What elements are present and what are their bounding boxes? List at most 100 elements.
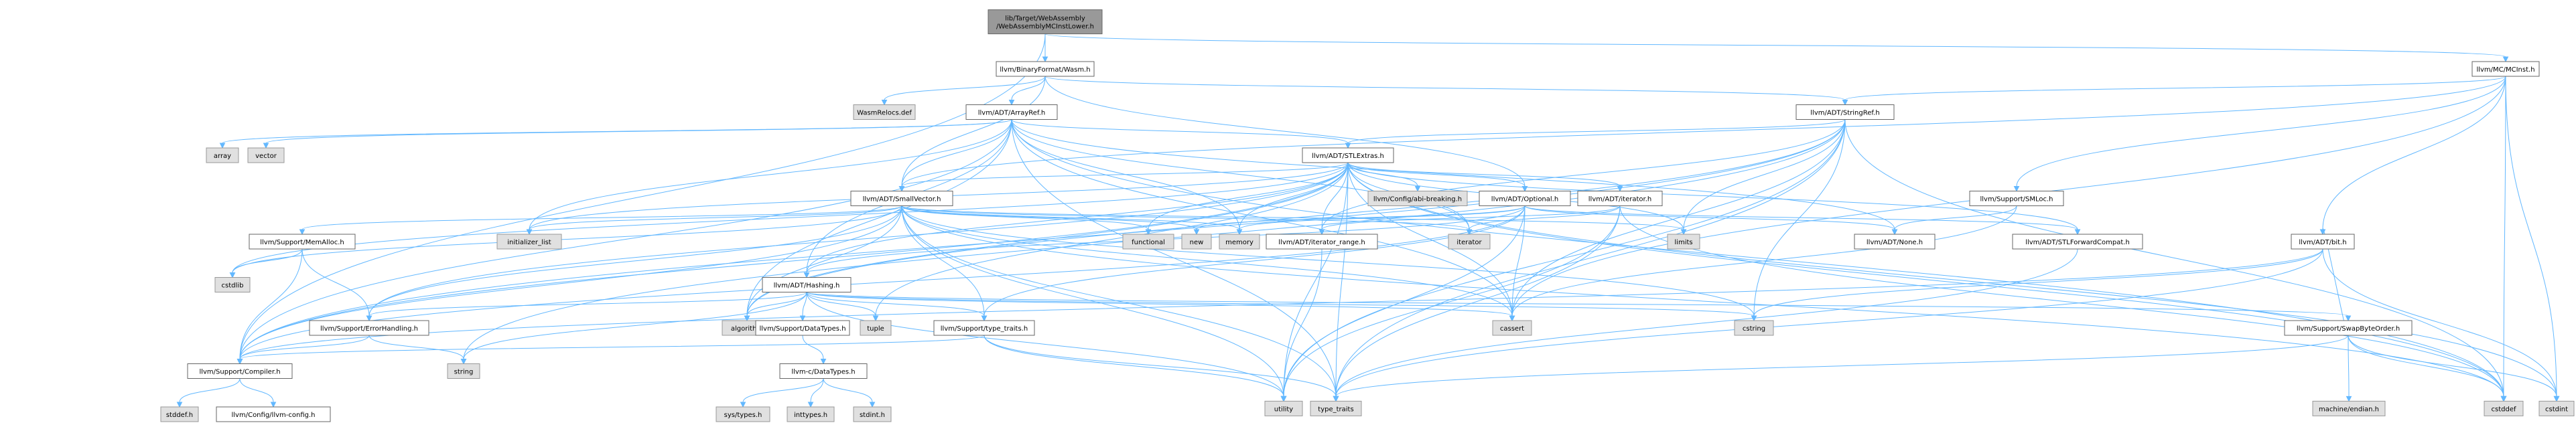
edge-hashing-to-swapbyte: [806, 292, 2352, 322]
edge-hashing-to-cstring: [806, 292, 1757, 322]
node-label: llvm/Config/abi-breaking.h: [1373, 196, 1462, 203]
edge-hashing-to-cassert: [806, 292, 1515, 322]
node-label: llvm/MC/MCInst.h: [2476, 66, 2534, 74]
node-box: [216, 406, 331, 422]
node-label: cstring: [1743, 325, 1765, 333]
node-label: llvm/ADT/STLForwardCompat.h: [2025, 239, 2130, 246]
node-optional[interactable]: llvm/ADT/Optional.h: [1479, 191, 1571, 206]
node-smloc[interactable]: llvm/Support/SMLoc.h: [1969, 191, 2064, 206]
node-swapbyte[interactable]: llvm/Support/SwapByteOrder.h: [2284, 320, 2413, 336]
node-label: llvm/ADT/Hashing.h: [774, 282, 840, 290]
node-tuple: tuple: [860, 320, 892, 336]
node-abibreaking: llvm/Config/abi-breaking.h: [1367, 191, 1468, 206]
edge-mcinst-to-bit: [2319, 76, 2506, 236]
node-datatypes[interactable]: llvm/Support/DataTypes.h: [755, 320, 850, 336]
node-smallvector[interactable]: llvm/ADT/SmallVector.h: [850, 191, 953, 206]
edge-mcinst-to-cstdint: [2505, 76, 2560, 402]
node-label: stdint.h: [860, 412, 885, 419]
edge-stlextras-to-iterator: [1347, 162, 1623, 192]
node-hashing[interactable]: llvm/ADT/Hashing.h: [762, 277, 852, 292]
edge-compiler-to-stddef: [176, 378, 241, 408]
edge-memalloc-to-cstdlib: [229, 248, 303, 278]
edge-datatypes-to-cdatatypes: [802, 335, 827, 365]
node-box: [1266, 234, 1378, 250]
edge-arrayref-to-stlextras: [1011, 119, 1351, 149]
node-stlfwd[interactable]: llvm/ADT/STLForwardCompat.h: [2012, 234, 2143, 250]
node-box: [1367, 191, 1468, 206]
node-label: llvm/ADT/bit.h: [2299, 239, 2346, 246]
node-arrayref[interactable]: llvm/ADT/ArrayRef.h: [965, 104, 1058, 120]
node-typetraitsllvm[interactable]: llvm/Support/type_traits.h: [933, 320, 1035, 336]
node-initlist: initializer_list: [496, 234, 562, 250]
edge-smallvector-to-cstring: [901, 205, 1757, 322]
node-root[interactable]: lib/Target/WebAssembly/WebAssemblyMCInst…: [988, 9, 1103, 35]
edge-arrayref-to-smallvector: [898, 119, 1012, 192]
node-box: [762, 277, 852, 292]
node-utility: utility: [1264, 400, 1303, 416]
node-wasm[interactable]: llvm/BinaryFormat/Wasm.h: [996, 61, 1095, 77]
edge-typetraitsllvm-to-compiler: [236, 335, 985, 365]
node-stringref[interactable]: llvm/ADT/StringRef.h: [1795, 104, 1895, 120]
edge-wasm-to-stringref: [1044, 76, 1848, 106]
node-cstring: cstring: [1734, 320, 1774, 336]
edge-hashing-to-datatypes: [799, 292, 807, 322]
node-label: llvm/Support/MemAlloc.h: [260, 239, 344, 246]
node-label: llvm/ADT/ArrayRef.h: [978, 110, 1046, 117]
edge-smallvector-to-typetraitsllvm: [901, 205, 988, 322]
node-stdint: stdint.h: [853, 406, 892, 422]
edge-smallvector-to-functional: [901, 205, 1152, 236]
node-none[interactable]: llvm/ADT/None.h: [1854, 234, 1936, 250]
node-box: [716, 406, 770, 422]
node-cstdint: cstdint: [2538, 400, 2575, 416]
node-label: initializer_list: [507, 239, 551, 246]
node-box: [214, 277, 251, 292]
node-box: [853, 406, 892, 422]
edge-iterator-to-iteratorstd: [1466, 205, 1621, 236]
node-box: [447, 363, 480, 379]
node-box: [965, 104, 1058, 120]
node-box: [1969, 191, 2064, 206]
node-box: [755, 320, 850, 336]
node-label: string: [454, 369, 474, 376]
node-errhandling[interactable]: llvm/Support/ErrorHandling.h: [309, 320, 429, 336]
node-iterrange[interactable]: llvm/ADT/iterator_range.h: [1266, 234, 1378, 250]
node-box: [2291, 234, 2355, 250]
edge-memalloc-to-compiler: [236, 248, 303, 365]
node-inttypes: inttypes.h: [787, 406, 835, 422]
edge-arrayref-to-typetraits: [1011, 119, 1339, 402]
node-typetraits: type_traits: [1310, 400, 1362, 416]
node-memalloc[interactable]: llvm/Support/MemAlloc.h: [249, 234, 356, 250]
node-box: [1264, 400, 1303, 416]
node-label: llvm/Support/Compiler.h: [199, 369, 280, 376]
edge-cdatatypes-to-inttypes: [807, 378, 824, 408]
node-iterator[interactable]: llvm/ADT/iterator.h: [1577, 191, 1663, 206]
edge-stlextras-to-optional: [1347, 162, 1528, 192]
node-label: WasmRelocs.def: [857, 110, 912, 117]
node-box: [1492, 320, 1532, 336]
node-label: llvm/ADT/iterator_range.h: [1278, 239, 1365, 246]
edge-stlfwd-to-typetraits: [1333, 248, 2078, 402]
edge-wasm-to-smallvector: [898, 76, 1046, 192]
node-vector: vector: [247, 147, 285, 163]
node-label: inttypes.h: [794, 412, 827, 419]
node-mcinst[interactable]: llvm/MC/MCInst.h: [2471, 61, 2540, 77]
edge-mcinst-to-cstddef: [2500, 76, 2507, 402]
node-compiler[interactable]: llvm/Support/Compiler.h: [187, 363, 293, 379]
node-box: [933, 320, 1035, 336]
node-limits: limits: [1667, 234, 1700, 250]
node-label: utility: [1274, 406, 1294, 413]
node-label: llvm/Support/ErrorHandling.h: [320, 325, 418, 333]
edge-optional-to-none: [1524, 205, 1898, 236]
node-label: lib/Target/WebAssembly: [1005, 15, 1085, 23]
node-label: vector: [255, 153, 277, 160]
node-iteratorstd: iterator: [1448, 234, 1491, 250]
node-cdatatypes[interactable]: llvm-c/DataTypes.h: [779, 363, 868, 379]
node-box: [1448, 234, 1491, 250]
node-label: llvm/ADT/iterator.h: [1588, 196, 1651, 203]
node-llvmconfig[interactable]: llvm/Config/llvm-config.h: [216, 406, 331, 422]
node-stlextras[interactable]: llvm/ADT/STLExtras.h: [1302, 147, 1394, 163]
edge-typetraitsllvm-to-utility: [984, 335, 1287, 402]
edge-smloc-to-none: [1891, 205, 2017, 236]
node-bit[interactable]: llvm/ADT/bit.h: [2291, 234, 2355, 250]
node-label: tuple: [867, 325, 884, 333]
